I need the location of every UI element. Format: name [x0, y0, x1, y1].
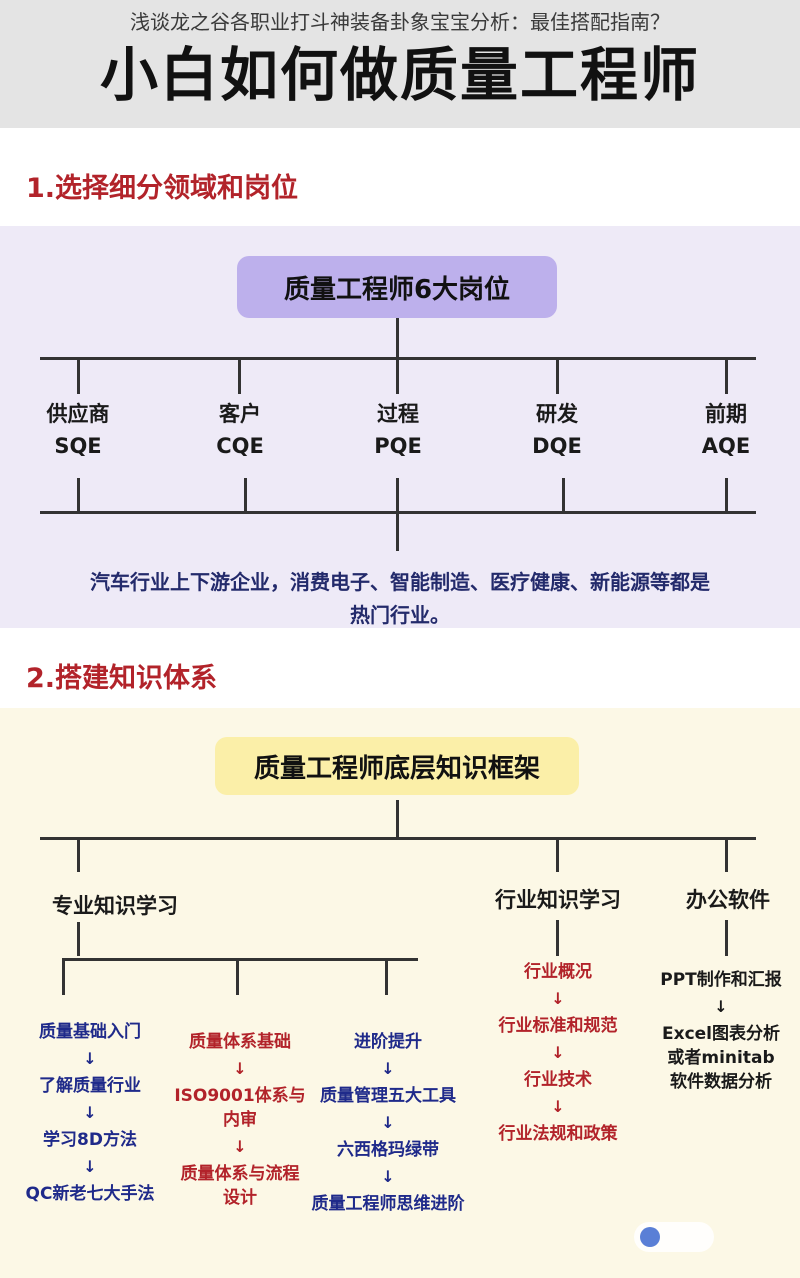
branch-office: 办公软件: [686, 888, 770, 912]
connector-line: [396, 318, 399, 358]
knowledge-root-box: 质量工程师底层知识框架: [215, 737, 579, 795]
down-arrow-icon: ↓: [381, 1167, 395, 1186]
section2-heading: 2.搭建知识体系: [26, 663, 218, 694]
position-en-label: AQE: [701, 434, 751, 458]
branch-professional: 专业知识学习: [52, 894, 178, 918]
knowledge-item: 质量管理五大工具: [320, 1086, 456, 1106]
position-cn-label: 供应商: [46, 402, 110, 426]
knowledge-item: Excel图表分析: [661, 1024, 780, 1044]
knowledge-item: 或者minitab: [667, 1048, 775, 1068]
connector-line: [725, 838, 728, 872]
logo-icon: [640, 1227, 660, 1247]
column-industry: 行业概况 ↓ 行业标准和规范 ↓ 行业技术 ↓ 行业法规和政策: [480, 960, 636, 1146]
branch-industry: 行业知识学习: [495, 888, 621, 912]
connector-line: [40, 511, 756, 514]
knowledge-item: 进阶提升: [354, 1032, 422, 1052]
connector-line: [385, 959, 388, 995]
knowledge-item: 软件数据分析: [670, 1072, 772, 1092]
connector-line: [725, 478, 728, 513]
down-arrow-icon: ↓: [381, 1113, 395, 1132]
knowledge-item: ISO9001体系与: [174, 1086, 306, 1106]
knowledge-item: 行业概况: [524, 962, 592, 982]
connector-line: [396, 513, 399, 551]
connector-line: [556, 358, 559, 394]
connector-line: [238, 358, 241, 394]
watermark-logo: [634, 1222, 714, 1252]
connector-line: [77, 838, 80, 872]
knowledge-item: 学习8D方法: [43, 1130, 137, 1150]
knowledge-item: 质量工程师思维进阶: [311, 1194, 465, 1214]
position-en-label: PQE: [374, 434, 422, 458]
column-basic: 质量基础入门 ↓ 了解质量行业 ↓ 学习8D方法 ↓ QC新老七大手法: [10, 1020, 170, 1206]
down-arrow-icon: ↓: [83, 1157, 97, 1176]
position-cn-label: 研发: [536, 402, 578, 426]
knowledge-item: 内审: [223, 1110, 257, 1130]
connector-line: [77, 478, 80, 513]
connector-line: [556, 920, 559, 956]
position-pqe: 过程 PQE: [338, 398, 458, 462]
connector-line: [725, 920, 728, 956]
industry-note: 汽车行业上下游企业，消费电子、智能制造、医疗健康、新能源等都是 热门行业。: [20, 566, 780, 632]
position-en-label: DQE: [532, 434, 582, 458]
connector-line: [77, 358, 80, 394]
section2-band: [0, 708, 800, 1278]
down-arrow-icon: ↓: [83, 1103, 97, 1122]
connector-line: [396, 478, 399, 513]
knowledge-item: 质量体系基础: [189, 1032, 291, 1052]
position-cn-label: 前期: [705, 402, 747, 426]
section1-heading: 1.选择细分领域和岗位: [26, 173, 299, 204]
down-arrow-icon: ↓: [551, 1043, 565, 1062]
down-arrow-icon: ↓: [714, 997, 728, 1016]
connector-line: [236, 959, 239, 995]
down-arrow-icon: ↓: [551, 1097, 565, 1116]
connector-line: [725, 358, 728, 394]
overlay-caption: 浅谈龙之谷各职业打斗神装备卦象宝宝分析：最佳搭配指南？: [130, 10, 670, 34]
connector-line: [62, 958, 418, 961]
connector-line: [562, 478, 565, 513]
page-title: 小白如何做质量工程师: [99, 41, 700, 109]
connector-line: [396, 800, 399, 838]
column-advanced: 进阶提升 ↓ 质量管理五大工具 ↓ 六西格玛绿带 ↓ 质量工程师思维进阶: [296, 1030, 480, 1216]
industry-note-line: 汽车行业上下游企业，消费电子、智能制造、医疗健康、新能源等都是: [90, 570, 710, 594]
position-cqe: 客户 CQE: [180, 398, 300, 462]
column-office: PPT制作和汇报 ↓ Excel图表分析 或者minitab 软件数据分析: [646, 968, 796, 1094]
knowledge-item: 设计: [223, 1188, 257, 1208]
connector-line: [556, 838, 559, 872]
down-arrow-icon: ↓: [551, 989, 565, 1008]
knowledge-item: 行业技术: [524, 1070, 592, 1090]
column-system: 质量体系基础 ↓ ISO9001体系与 内审 ↓ 质量体系与流程 设计: [160, 1030, 320, 1210]
connector-line: [77, 922, 80, 956]
knowledge-item: PPT制作和汇报: [660, 970, 782, 990]
position-cn-label: 过程: [377, 402, 419, 426]
position-sqe: 供应商 SQE: [18, 398, 138, 462]
knowledge-item: QC新老七大手法: [25, 1184, 155, 1204]
knowledge-item: 六西格玛绿带: [337, 1140, 439, 1160]
down-arrow-icon: ↓: [381, 1059, 395, 1078]
positions-root-box: 质量工程师6大岗位: [237, 256, 557, 318]
header-banner: [0, 0, 800, 128]
position-cn-label: 客户: [219, 402, 261, 426]
down-arrow-icon: ↓: [83, 1049, 97, 1068]
position-en-label: SQE: [54, 434, 102, 458]
knowledge-item: 质量基础入门: [39, 1022, 141, 1042]
industry-note-line: 热门行业。: [350, 603, 450, 627]
connector-line: [62, 959, 65, 995]
position-dqe: 研发 DQE: [497, 398, 617, 462]
connector-line: [40, 837, 756, 840]
knowledge-item: 质量体系与流程: [180, 1164, 300, 1184]
knowledge-item: 了解质量行业: [39, 1076, 141, 1096]
knowledge-item: 行业标准和规范: [498, 1016, 618, 1036]
down-arrow-icon: ↓: [233, 1137, 247, 1156]
connector-line: [396, 358, 399, 394]
down-arrow-icon: ↓: [233, 1059, 247, 1078]
position-en-label: CQE: [216, 434, 264, 458]
connector-line: [244, 478, 247, 513]
knowledge-item: 行业法规和政策: [498, 1124, 618, 1144]
position-aqe: 前期 AQE: [666, 398, 786, 462]
